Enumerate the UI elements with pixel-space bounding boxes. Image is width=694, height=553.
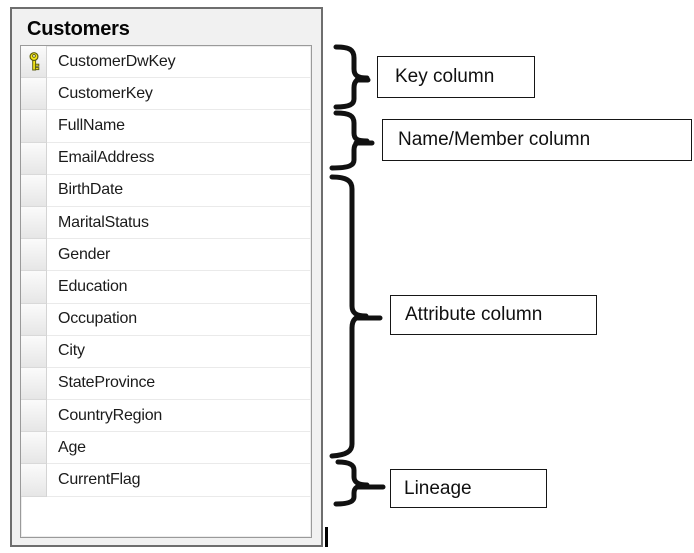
callout-label: Lineage [404, 477, 472, 499]
row-header-cell[interactable] [21, 78, 47, 111]
row-header-cell[interactable] [21, 271, 47, 304]
table-row[interactable]: Age [21, 432, 311, 465]
table-row[interactable]: CurrentFlag [21, 464, 311, 497]
row-header-cell[interactable] [21, 303, 47, 336]
row-header-cell[interactable] [21, 206, 47, 240]
column-name: MaritalStatus [58, 213, 149, 231]
customers-table-panel: Customers CustomerDwKey CustomerKey [10, 7, 323, 547]
column-list: CustomerDwKey CustomerKey FullName Email… [20, 45, 312, 538]
column-name: CountryRegion [58, 406, 163, 424]
brace-name-columns [329, 110, 370, 171]
callout-name-member-column: Name/Member column [382, 119, 692, 161]
table-row[interactable]: MaritalStatus [21, 206, 311, 240]
brace-key-columns [333, 44, 370, 110]
callout-attribute-column: Attribute column [390, 295, 597, 335]
column-name: Occupation [58, 310, 137, 328]
column-name: CustomerKey [58, 84, 153, 102]
row-header-cell[interactable] [21, 400, 47, 433]
column-name: City [58, 342, 85, 360]
callout-label: Attribute column [405, 304, 543, 325]
row-header-cell[interactable] [21, 335, 47, 368]
callout-lineage: Lineage [390, 469, 547, 508]
column-name: StateProvince [58, 374, 156, 392]
column-name: CurrentFlag [58, 471, 141, 489]
table-row[interactable]: BirthDate [21, 174, 311, 207]
brace-lineage-column [333, 459, 370, 507]
row-header-cell[interactable] [21, 110, 47, 143]
callout-label: Name/Member column [398, 129, 591, 150]
row-header-cell[interactable] [21, 46, 47, 79]
table-row[interactable]: CustomerKey [21, 78, 311, 111]
column-name: Education [58, 277, 128, 295]
callout-key-column: Key column [377, 56, 535, 98]
table-title: Customers [27, 18, 130, 40]
column-name: EmailAddress [58, 149, 155, 167]
table-row[interactable]: EmailAddress [21, 142, 311, 175]
callout-label: Key column [395, 66, 495, 87]
brace-attribute-columns [329, 174, 369, 459]
table-row[interactable]: StateProvince [21, 367, 311, 401]
row-header-cell[interactable] [21, 142, 47, 175]
column-name: BirthDate [58, 181, 123, 199]
row-header-cell[interactable] [21, 174, 47, 207]
table-row[interactable]: Education [21, 271, 311, 304]
table-row[interactable]: City [21, 335, 311, 368]
table-row[interactable]: Occupation [21, 303, 311, 336]
key-icon [28, 52, 39, 71]
text-cursor-artifact [325, 527, 328, 547]
column-name: CustomerDwKey [58, 52, 176, 70]
table-row[interactable]: CustomerDwKey [21, 46, 311, 79]
column-name: Gender [58, 245, 111, 263]
row-header-cell[interactable] [21, 239, 47, 272]
row-header-cell[interactable] [21, 432, 47, 465]
row-header-cell[interactable] [21, 367, 47, 401]
table-row[interactable]: CountryRegion [21, 400, 311, 433]
table-row[interactable]: Gender [21, 239, 311, 272]
table-row[interactable]: FullName [21, 110, 311, 143]
column-name: FullName [58, 116, 125, 134]
row-header-cell[interactable] [21, 464, 47, 497]
column-name: Age [58, 438, 86, 456]
